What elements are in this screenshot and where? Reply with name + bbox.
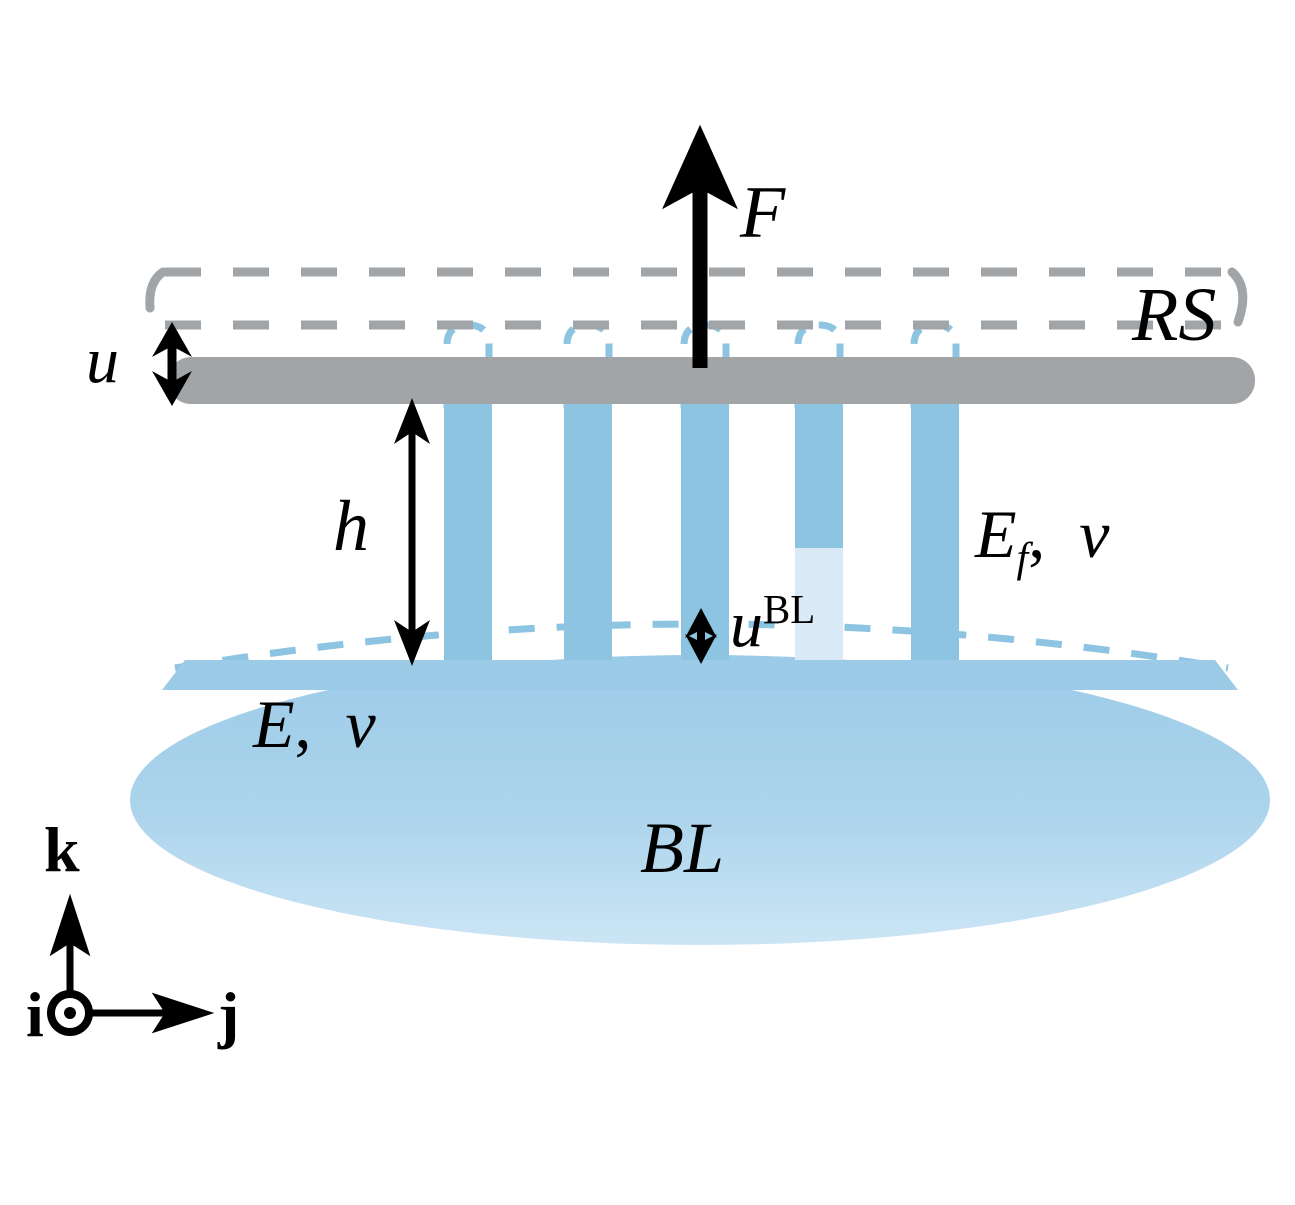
axis-k-label: k — [44, 814, 80, 885]
rigid-surface-reference-lines — [165, 267, 1245, 330]
u-arrowhead-up — [152, 322, 192, 357]
base-label-comma: , — [294, 686, 312, 762]
axis-j-arrow — [92, 992, 215, 1034]
base-layer-label: BL — [640, 808, 725, 888]
rs-bracket-group — [145, 267, 1248, 327]
ubl-symbol: u — [730, 588, 763, 661]
force-arrow — [662, 124, 738, 368]
base-layer-group — [130, 655, 1270, 945]
rs-bracket-left — [145, 267, 168, 313]
u-arrowhead-down — [152, 371, 192, 406]
u-displacement-label: u — [86, 324, 119, 397]
rs-bracket-right — [1227, 267, 1248, 327]
pillar-material-label: Ef, ν — [975, 500, 1109, 579]
pillar-poisson-symbol: ν — [1079, 496, 1110, 572]
rigid-surface-group — [168, 357, 1255, 404]
base-layer-top-surface — [162, 660, 1238, 690]
ubl-arrowhead-up — [685, 608, 717, 638]
base-poisson-symbol: ν — [345, 686, 376, 762]
pillar-4-sunken-region — [795, 548, 843, 661]
axis-i-out-of-page-dot — [64, 1007, 76, 1019]
h-arrowhead-down — [394, 620, 430, 666]
coordinate-axes-group — [47, 893, 215, 1036]
base-modulus-symbol: E — [253, 686, 295, 762]
h-dimension-arrow-group — [394, 398, 430, 666]
pillar-4 — [795, 398, 843, 548]
pillar-modulus-subscript: f — [1016, 534, 1029, 582]
ghost-pillar-4 — [794, 321, 844, 408]
base-layer-top-band — [162, 660, 1238, 690]
axis-k-arrow — [49, 893, 91, 995]
base-displacement-label: uBL — [730, 589, 815, 658]
ubl-arrowhead-down — [685, 634, 717, 664]
axis-j-label: j — [218, 979, 240, 1050]
base-layer-body — [130, 655, 1270, 945]
pillar-2 — [564, 398, 612, 660]
base-material-label: E, ν — [253, 690, 376, 758]
h-arrowhead-up — [394, 398, 430, 444]
axis-i-label: i — [26, 979, 44, 1050]
pillar-1 — [444, 398, 492, 660]
rigid-surface-label: RS — [1132, 273, 1217, 357]
pillar-height-label: h — [333, 486, 369, 566]
force-label: F — [740, 172, 786, 254]
ubl-dimension-arrow-group — [685, 608, 717, 664]
pillar-modulus-symbol: E — [975, 496, 1017, 572]
rigid-surface-bar — [168, 357, 1255, 404]
pillar-array — [444, 398, 959, 661]
pillar-label-comma: , — [1028, 496, 1046, 572]
pillar-5 — [911, 398, 959, 660]
force-arrow-group — [662, 124, 738, 368]
u-dimension-arrow-group — [152, 322, 192, 406]
ubl-superscript: BL — [763, 587, 816, 632]
